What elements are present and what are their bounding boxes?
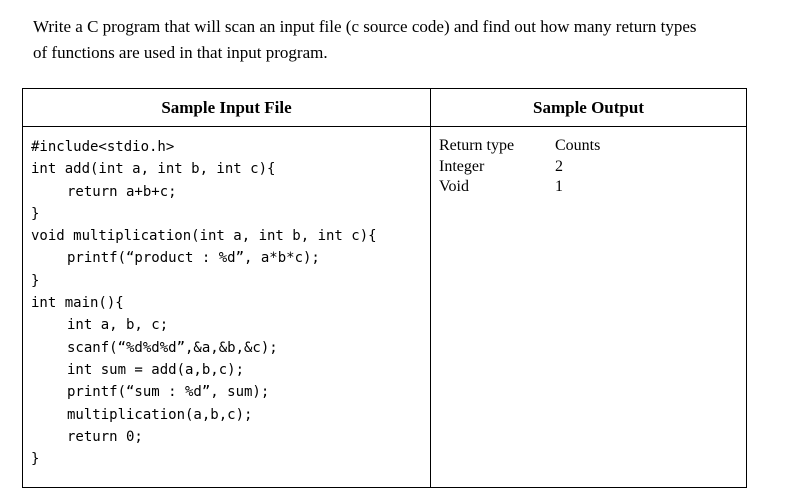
code-line: printf(“product : %d”, a*b*c);: [67, 250, 320, 267]
output-row: Void 1: [439, 177, 746, 198]
output-type-cell: Void: [439, 178, 469, 195]
code-line: return a+b+c;: [67, 183, 177, 200]
code-line: printf(“sum : %d”, sum);: [67, 384, 270, 401]
question-line-2: of functions are used in that input prog…: [33, 43, 328, 62]
code-line: }: [31, 205, 40, 222]
question-line-1: Write a C program that will scan an inpu…: [33, 17, 697, 36]
code-line: scanf(“%d%d%d”,&a,&b,&c);: [67, 339, 278, 356]
code-line: int a, b, c;: [67, 317, 169, 334]
output-count-cell: 1: [555, 178, 563, 195]
sample-table: Sample Input File Sample Output #include…: [22, 88, 747, 488]
code-block: #include<stdio.h> int add(int a, int b, …: [23, 127, 430, 470]
code-line: }: [31, 272, 40, 289]
code-line: multiplication(a,b,c);: [67, 406, 253, 423]
code-line: int main(){: [31, 295, 124, 312]
code-line: void multiplication(int a, int b, int c)…: [31, 228, 377, 245]
code-line: #include<stdio.h>: [31, 139, 175, 155]
output-header-row: Return type Counts: [439, 136, 746, 157]
sample-input-cell: #include<stdio.h> int add(int a, int b, …: [22, 126, 431, 488]
table-body-row: #include<stdio.h> int add(int a, int b, …: [22, 126, 747, 488]
header-sample-input: Sample Input File: [22, 88, 431, 127]
output-count-cell: 2: [555, 157, 563, 175]
code-line: return 0;: [67, 428, 143, 445]
header-sample-output: Sample Output: [430, 88, 747, 127]
output-row: Integer 2: [439, 157, 746, 178]
question-text: Write a C program that will scan an inpu…: [33, 14, 773, 66]
code-line: int add(int a, int b, int c){: [31, 161, 276, 178]
output-col-count: Counts: [555, 137, 601, 154]
sample-output-cell: Return type Counts Integer 2 Void 1: [430, 126, 747, 488]
code-line: int sum = add(a,b,c);: [67, 361, 245, 378]
output-block: Return type Counts Integer 2 Void 1: [431, 127, 746, 198]
output-col-type: Return type: [439, 137, 515, 154]
output-type-cell: Integer: [439, 157, 485, 175]
code-line: }: [31, 451, 40, 468]
table-header-row: Sample Input File Sample Output: [22, 88, 747, 127]
